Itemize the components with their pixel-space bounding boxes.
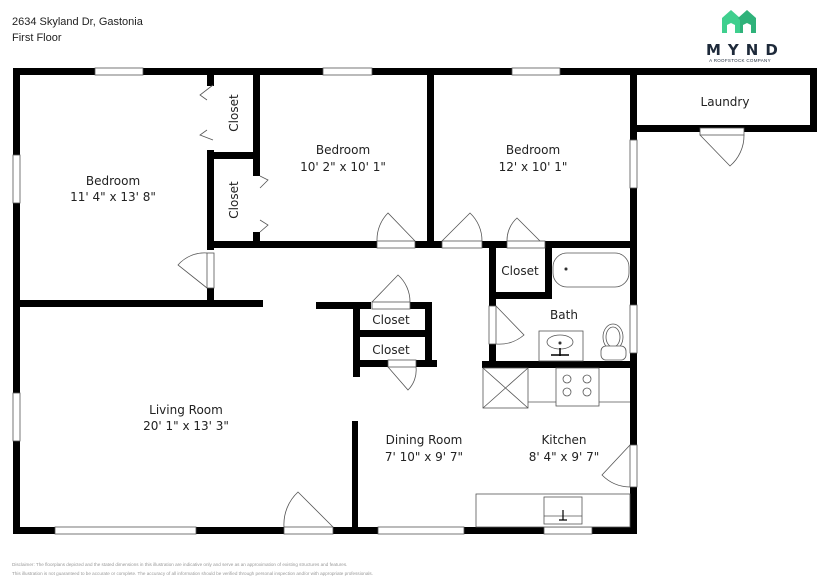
stove-icon	[555, 367, 600, 407]
windows	[12, 67, 638, 535]
bedroom1-dims: 11' 4" x 13' 8"	[70, 190, 156, 204]
dining-name: Dining Room	[386, 433, 463, 447]
closet-d-name: Closet	[372, 343, 410, 357]
kitchen-dims: 8' 4" x 9' 7"	[529, 450, 600, 464]
living-name: Living Room	[149, 403, 223, 417]
mynd-logo: MYND A ROOFSTOCK COMPANY	[700, 8, 780, 63]
plan-header: 2634 Skyland Dr, Gastonia First Floor	[12, 15, 143, 45]
floor-label: First Floor	[12, 32, 62, 44]
bedroom2-dims: 10' 2" x 10' 1"	[300, 160, 386, 174]
closet-e-name: Closet	[501, 264, 539, 278]
closet-c-name: Closet	[372, 313, 410, 327]
bedroom1-name: Bedroom	[86, 174, 140, 188]
bathtub-icon	[552, 252, 630, 288]
living-dims: 20' 1" x 13' 3"	[143, 419, 229, 433]
fixtures	[475, 252, 631, 528]
room-labels: Bedroom 11' 4" x 13' 8" Bedroom 10' 2" x…	[70, 94, 749, 464]
walls	[13, 68, 817, 534]
kitchen-name: Kitchen	[541, 433, 586, 447]
house-logo-icon	[722, 10, 756, 33]
disclaimer: Disclaimer: The floorplans depicted and …	[12, 560, 373, 578]
bedroom3-name: Bedroom	[506, 143, 560, 157]
logo-tagline: A ROOFSTOCK COMPANY	[709, 58, 771, 63]
disclaimer-line-1: Disclaimer: The floorplans depicted and …	[12, 562, 348, 567]
dining-dims: 7' 10" x 9' 7"	[385, 450, 463, 464]
bedroom3-dims: 12' x 10' 1"	[499, 160, 568, 174]
bedroom2-name: Bedroom	[316, 143, 370, 157]
doors	[177, 84, 745, 535]
bath-name: Bath	[550, 308, 578, 322]
property-address: 2634 Skyland Dr, Gastonia	[12, 16, 143, 28]
closet-b-name: Closet	[227, 181, 241, 219]
laundry-name: Laundry	[701, 95, 750, 109]
closet-a-name: Closet	[227, 94, 241, 132]
disclaimer-line-2: This illustration is not guaranteed to b…	[12, 571, 373, 576]
logo-name: MYND	[706, 41, 785, 59]
